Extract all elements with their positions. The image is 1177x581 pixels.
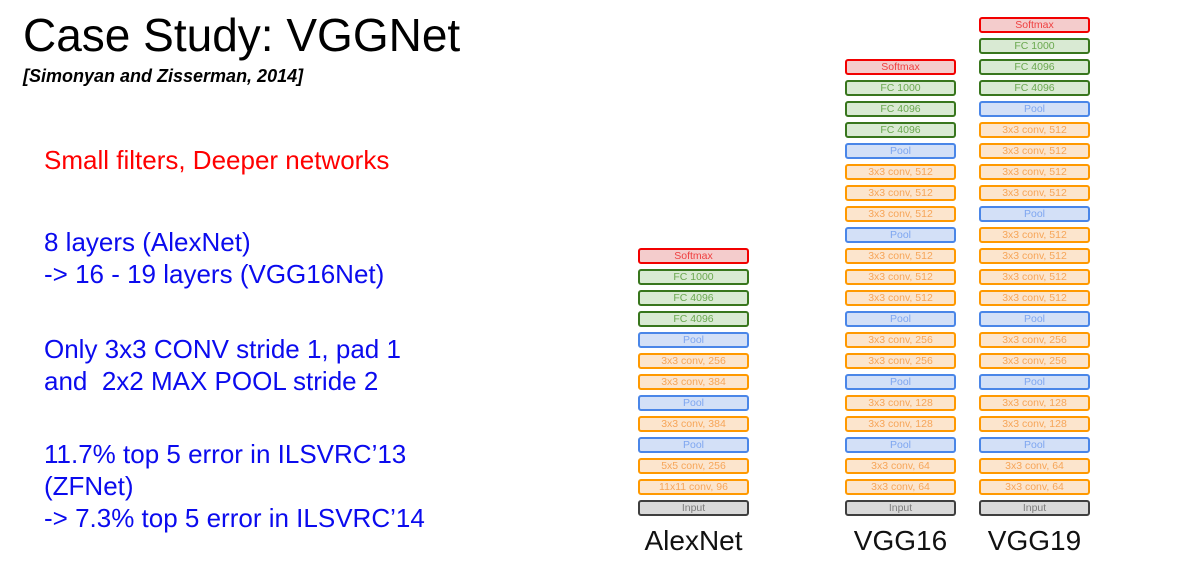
page-title: Case Study: VGGNet bbox=[23, 9, 461, 61]
layer-box-pool: Pool bbox=[979, 101, 1090, 117]
layer-box-fc: FC 4096 bbox=[979, 59, 1090, 75]
layer-box-conv: 3x3 conv, 256 bbox=[845, 353, 956, 369]
layer-box-pool: Pool bbox=[979, 437, 1090, 453]
layer-box-conv: 3x3 conv, 64 bbox=[979, 479, 1090, 495]
network-name-label: AlexNet bbox=[644, 525, 743, 556]
layer-box-conv: 3x3 conv, 256 bbox=[638, 353, 749, 369]
layer-box-conv: 3x3 conv, 512 bbox=[979, 290, 1090, 306]
layer-box-softmax: Softmax bbox=[845, 59, 956, 75]
layer-box-conv: 3x3 conv, 384 bbox=[638, 374, 749, 390]
note-error-rates: 11.7% top 5 error in ILSVRC’13(ZFNet)-> … bbox=[44, 438, 425, 534]
note-line: Only 3x3 CONV stride 1, pad 1 bbox=[44, 334, 401, 364]
layer-box-conv: 3x3 conv, 128 bbox=[979, 416, 1090, 432]
layer-box-pool: Pool bbox=[979, 311, 1090, 327]
layer-box-fc: FC 1000 bbox=[979, 38, 1090, 54]
layer-box-conv: 3x3 conv, 512 bbox=[845, 164, 956, 180]
layer-box-conv: 3x3 conv, 512 bbox=[845, 206, 956, 222]
layer-box-conv: 3x3 conv, 512 bbox=[845, 185, 956, 201]
layer-box-conv: 3x3 conv, 512 bbox=[979, 248, 1090, 264]
note-layer-counts: 8 layers (AlexNet)-> 16 - 19 layers (VGG… bbox=[44, 226, 384, 290]
note-small-filters: Small filters, Deeper networks bbox=[44, 144, 389, 176]
layer-box-conv: 3x3 conv, 64 bbox=[979, 458, 1090, 474]
layer-box-softmax: Softmax bbox=[638, 248, 749, 264]
note-line: -> 7.3% top 5 error in ILSVRC’14 bbox=[44, 503, 425, 533]
layer-box-conv: 3x3 conv, 256 bbox=[979, 332, 1090, 348]
layer-box-pool: Pool bbox=[638, 395, 749, 411]
note-line: (ZFNet) bbox=[44, 471, 134, 501]
note-line: -> 16 - 19 layers (VGG16Net) bbox=[44, 259, 385, 289]
layer-box-pool: Pool bbox=[845, 227, 956, 243]
layer-box-fc: FC 4096 bbox=[845, 122, 956, 138]
layer-box-conv: 3x3 conv, 128 bbox=[845, 416, 956, 432]
layer-box-conv: 3x3 conv, 512 bbox=[979, 143, 1090, 159]
layer-box-fc: FC 4096 bbox=[845, 101, 956, 117]
layer-box-conv: 3x3 conv, 512 bbox=[845, 269, 956, 285]
layer-box-pool: Pool bbox=[845, 311, 956, 327]
layer-box-fc: FC 4096 bbox=[638, 290, 749, 306]
layer-box-conv: 3x3 conv, 512 bbox=[845, 290, 956, 306]
layer-box-conv: 3x3 conv, 512 bbox=[845, 248, 956, 264]
layer-box-conv: 5x5 conv, 256 bbox=[638, 458, 749, 474]
layer-box-conv: 11x11 conv, 96 bbox=[638, 479, 749, 495]
note-line: Small filters, Deeper networks bbox=[44, 145, 390, 175]
layer-box-pool: Pool bbox=[979, 206, 1090, 222]
layer-box-pool: Pool bbox=[845, 437, 956, 453]
layer-box-pool: Pool bbox=[845, 143, 956, 159]
layer-box-softmax: Softmax bbox=[979, 17, 1090, 33]
layer-box-conv: 3x3 conv, 512 bbox=[979, 269, 1090, 285]
layer-box-conv: 3x3 conv, 128 bbox=[845, 395, 956, 411]
network-name-label: VGG19 bbox=[987, 525, 1082, 556]
layer-box-fc: FC 4096 bbox=[979, 80, 1090, 96]
layer-box-fc: FC 1000 bbox=[845, 80, 956, 96]
layer-box-fc: FC 1000 bbox=[638, 269, 749, 285]
layer-box-conv: 3x3 conv, 128 bbox=[979, 395, 1090, 411]
layer-box-input: Input bbox=[845, 500, 956, 516]
layer-box-conv: 3x3 conv, 64 bbox=[845, 479, 956, 495]
layer-box-input: Input bbox=[979, 500, 1090, 516]
layer-box-conv: 3x3 conv, 256 bbox=[979, 353, 1090, 369]
note-line: 11.7% top 5 error in ILSVRC’13 bbox=[44, 439, 407, 469]
layer-box-input: Input bbox=[638, 500, 749, 516]
layer-box-conv: 3x3 conv, 256 bbox=[845, 332, 956, 348]
layer-box-pool: Pool bbox=[979, 374, 1090, 390]
citation: [Simonyan and Zisserman, 2014] bbox=[23, 66, 304, 86]
layer-box-conv: 3x3 conv, 512 bbox=[979, 122, 1090, 138]
layer-box-conv: 3x3 conv, 512 bbox=[979, 164, 1090, 180]
note-line: and 2x2 MAX POOL stride 2 bbox=[44, 366, 379, 396]
layer-box-pool: Pool bbox=[638, 332, 749, 348]
layer-box-conv: 3x3 conv, 384 bbox=[638, 416, 749, 432]
layer-box-conv: 3x3 conv, 512 bbox=[979, 227, 1090, 243]
network-name-label: VGG16 bbox=[853, 525, 948, 556]
layer-box-pool: Pool bbox=[638, 437, 749, 453]
layer-box-conv: 3x3 conv, 512 bbox=[979, 185, 1090, 201]
layer-box-conv: 3x3 conv, 64 bbox=[845, 458, 956, 474]
layer-box-pool: Pool bbox=[845, 374, 956, 390]
layer-box-fc: FC 4096 bbox=[638, 311, 749, 327]
note-line: 8 layers (AlexNet) bbox=[44, 227, 251, 257]
